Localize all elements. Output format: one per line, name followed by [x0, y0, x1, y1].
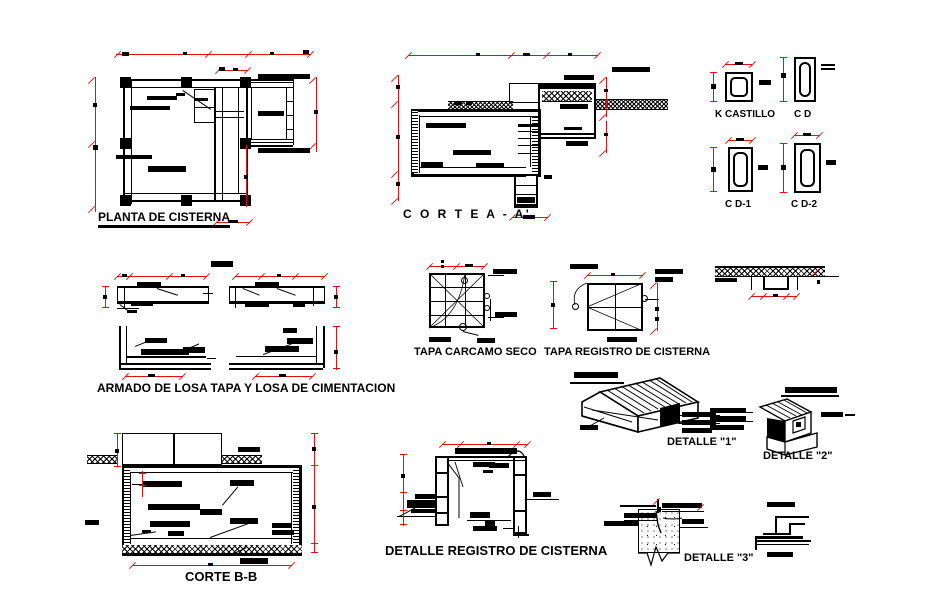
title-planta-de-cisterna: PLANTA DE CISTERNA — [98, 211, 230, 228]
view-ground-slab-detail — [715, 258, 915, 301]
view-z-profile-detail — [755, 500, 865, 562]
view-armado-losa: ARMADO DE LOSA TAPA Y LOSA DE CIMENTACIO… — [95, 258, 395, 398]
label-k-castillo: K CASTILLO — [715, 109, 775, 120]
view-tapa-carcamo-seco: TAPA CARCAMO SECO — [414, 255, 537, 360]
title-detalle-3: DETALLE "3" — [684, 552, 754, 564]
title-tapa-carcamo-seco: TAPA CARCAMO SECO — [414, 346, 537, 358]
title-detalle-2: DETALLE "2" — [763, 450, 833, 462]
view-detalle-registro-cisterna: DETALLE REGISTRO DE CISTERNA — [385, 432, 615, 562]
title-detalle-1: DETALLE "1" — [667, 436, 737, 448]
view-detalle-2: DETALLE "2" — [707, 385, 865, 465]
title-armado-losa: ARMADO DE LOSA TAPA Y LOSA DE CIMENTACIO… — [97, 381, 396, 395]
view-detalle-3: DETALLE "3" — [600, 485, 754, 575]
title-corte-a-a: C O R T E A - A' — [403, 207, 532, 221]
title-detalle-registro-cisterna: DETALLE REGISTRO DE CISTERNA — [385, 543, 608, 558]
view-corte-b-b: CORTE B-B — [85, 425, 390, 585]
label-cd-1: C D-1 — [725, 199, 752, 210]
label-cd: C D — [794, 109, 812, 120]
title-tapa-registro-cisterna: TAPA REGISTRO DE CISTERNA — [544, 346, 711, 358]
label-cd-2: C D-2 — [791, 199, 818, 210]
view-column-sections: K CASTILLO C D C D-1 — [695, 50, 930, 230]
view-planta-de-cisterna: PLANTA DE CISTERNA — [87, 45, 338, 230]
title-corte-b-b: CORTE B-B — [185, 569, 258, 584]
view-tapa-registro-cisterna: TAPA REGISTRO DE CISTERNA — [544, 255, 711, 360]
view-corte-a-a: C O R T E A - A' — [378, 45, 668, 230]
